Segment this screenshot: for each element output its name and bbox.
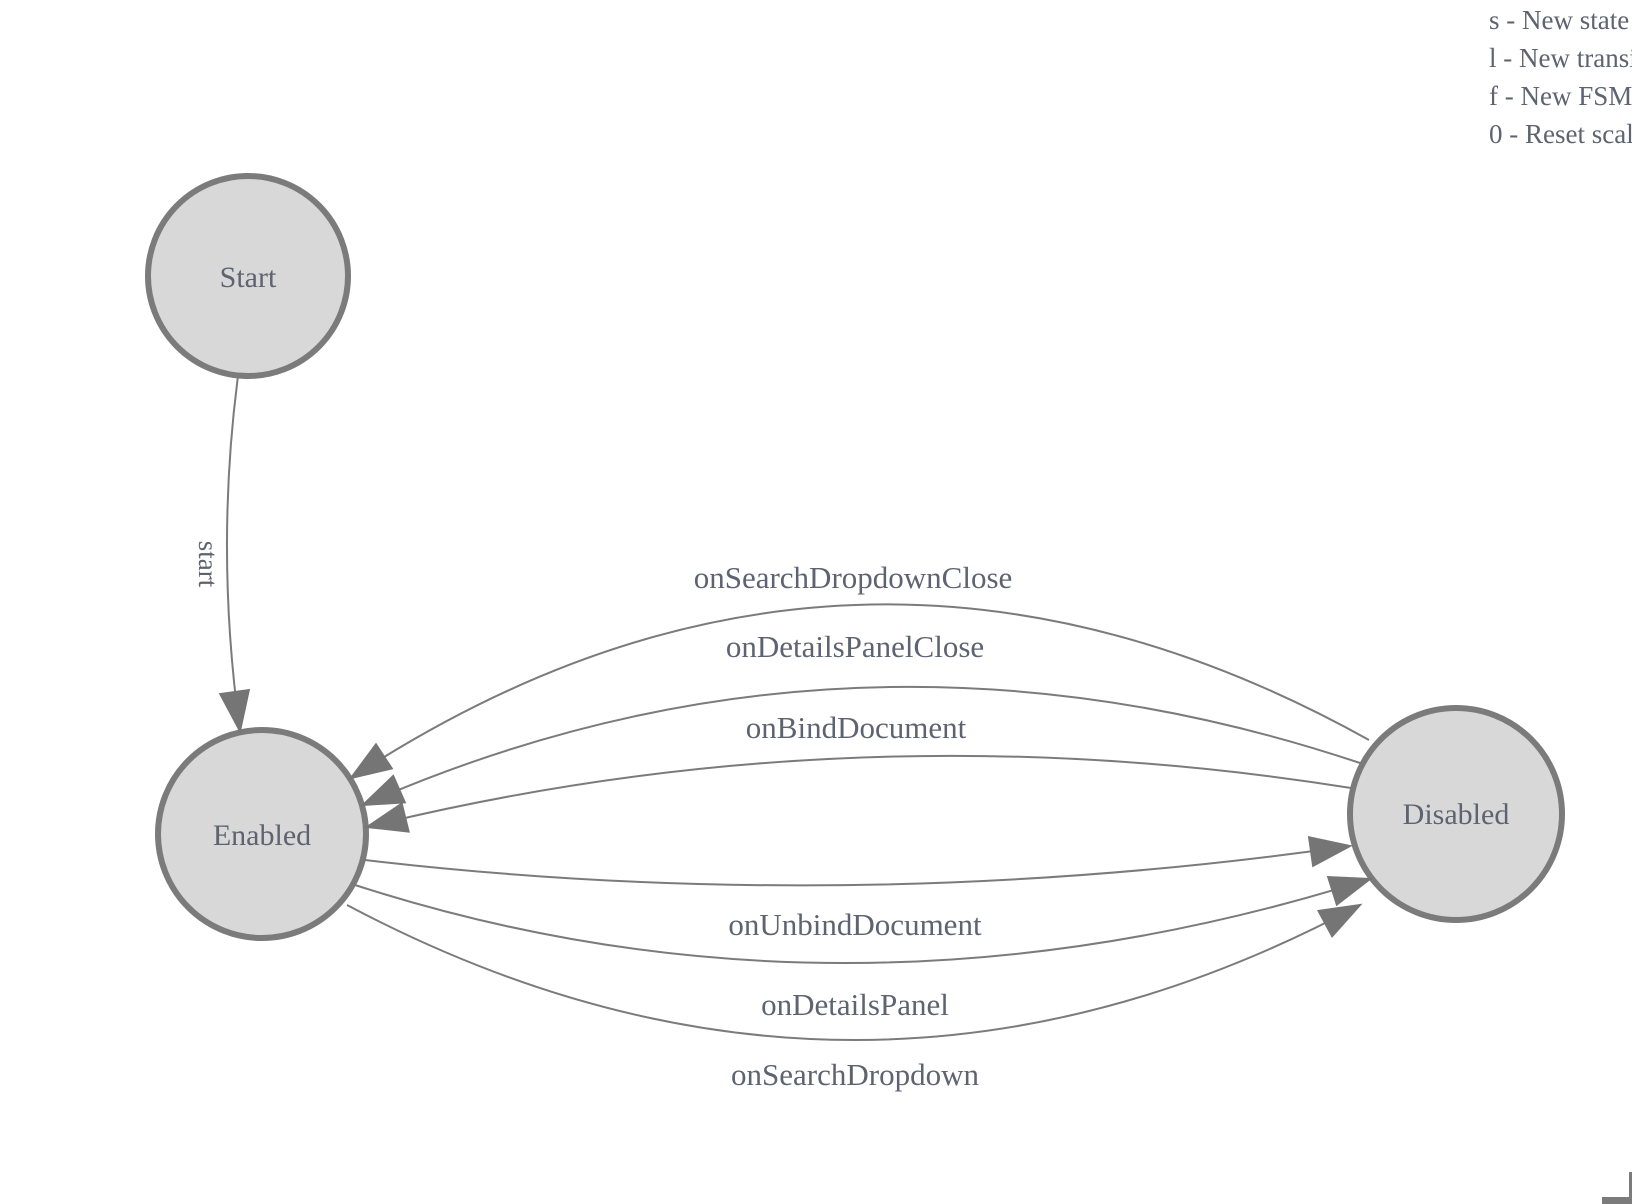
edge-label-onDetailsPanelClose[interactable]: onDetailsPanelClose (726, 629, 984, 664)
edge-onSearchDropdownClose[interactable] (348, 603, 1370, 780)
legend-line-reset-scale: 0 - Reset scale (1489, 119, 1632, 149)
state-label-start: Start (220, 261, 277, 294)
edge-label-onSearchDropdown[interactable]: onSearchDropdown (731, 1057, 979, 1092)
edge-onDetailsPanelClose[interactable] (360, 685, 1361, 807)
state-node-disabled[interactable] (1347, 705, 1565, 923)
corner-mark-vertical (1629, 1172, 1632, 1204)
state-node-start[interactable] (145, 173, 351, 379)
state-label-enabled: Enabled (213, 819, 311, 852)
edge-label-onBindDocument[interactable]: onBindDocument (746, 710, 967, 745)
edge-label-onDetailsPanel[interactable]: onDetailsPanel (761, 987, 949, 1022)
edge-onBindDocument[interactable] (364, 754, 1352, 833)
state-label-disabled: Disabled (1403, 798, 1510, 831)
legend-line-new-transition: l - New transition (1489, 43, 1632, 73)
edge-label-onSearchDropdownClose[interactable]: onSearchDropdownClose (694, 560, 1013, 595)
legend-line-new-state: s - New state (1489, 5, 1630, 35)
edge-start-to-enabled[interactable] (218, 375, 251, 734)
state-node-enabled[interactable] (155, 727, 369, 941)
legend-line-new-fsm: f - New FSM (1489, 81, 1632, 111)
edge-label-start[interactable]: start (193, 541, 223, 588)
shortcut-legend: s - New state l - New transition f - New… (1489, 1, 1632, 153)
edge-onDetailsPanel[interactable] (354, 876, 1373, 965)
edge-onUnbindDocument[interactable] (364, 836, 1353, 887)
edge-label-onUnbindDocument[interactable]: onUnbindDocument (728, 907, 982, 942)
corner-mark-horizontal (1602, 1197, 1632, 1204)
edge-onSearchDropdown[interactable] (346, 903, 1363, 1041)
